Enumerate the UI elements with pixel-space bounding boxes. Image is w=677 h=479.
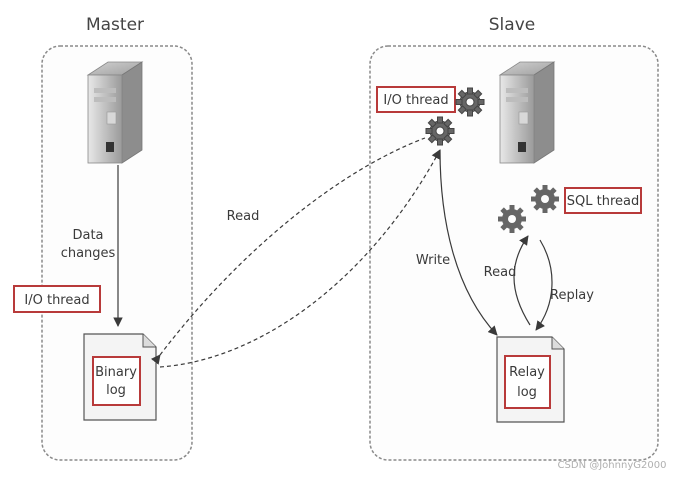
slave-read-label: Read xyxy=(484,265,517,280)
master-io-thread-label: I/O thread xyxy=(24,293,89,308)
binary-log-document: Binary log xyxy=(83,333,157,421)
relay-log-label-line1: Relay xyxy=(509,365,545,380)
relay-log-document: Relay log xyxy=(496,336,565,423)
write-arrow xyxy=(439,149,498,336)
master-server-icon xyxy=(86,61,144,164)
sql-thread-label: SQL thread xyxy=(567,194,639,209)
master-io-thread-box: I/O thread xyxy=(13,285,101,313)
master-title: Master xyxy=(86,15,144,35)
slave-read-arrow xyxy=(513,235,531,326)
slave-panel xyxy=(369,45,659,461)
replay-label: Replay xyxy=(550,288,594,303)
data-changes-label-line1: Data xyxy=(72,228,103,243)
slave-server-icon xyxy=(498,61,556,164)
watermark-text: CSDN @JohnnyG2000 xyxy=(558,460,667,471)
relay-log-label-line2: log xyxy=(517,385,537,400)
sql-thread-gears-icon xyxy=(498,185,559,233)
slave-io-thread-label: I/O thread xyxy=(383,93,448,108)
read-request-arrow xyxy=(150,137,426,365)
write-label: Write xyxy=(416,253,450,268)
slave-io-thread-box: I/O thread xyxy=(376,86,456,113)
sql-thread-box: SQL thread xyxy=(564,187,642,214)
binary-log-label-line2: log xyxy=(106,383,126,398)
io-thread-gears-icon xyxy=(425,87,485,146)
read-label-master: Read xyxy=(227,209,260,224)
replay-arrow xyxy=(535,239,553,331)
read-response-arrow xyxy=(159,149,441,368)
slave-title: Slave xyxy=(489,15,535,35)
data-changes-label-line2: changes xyxy=(61,246,116,261)
binary-log-label-line1: Binary xyxy=(95,365,137,380)
